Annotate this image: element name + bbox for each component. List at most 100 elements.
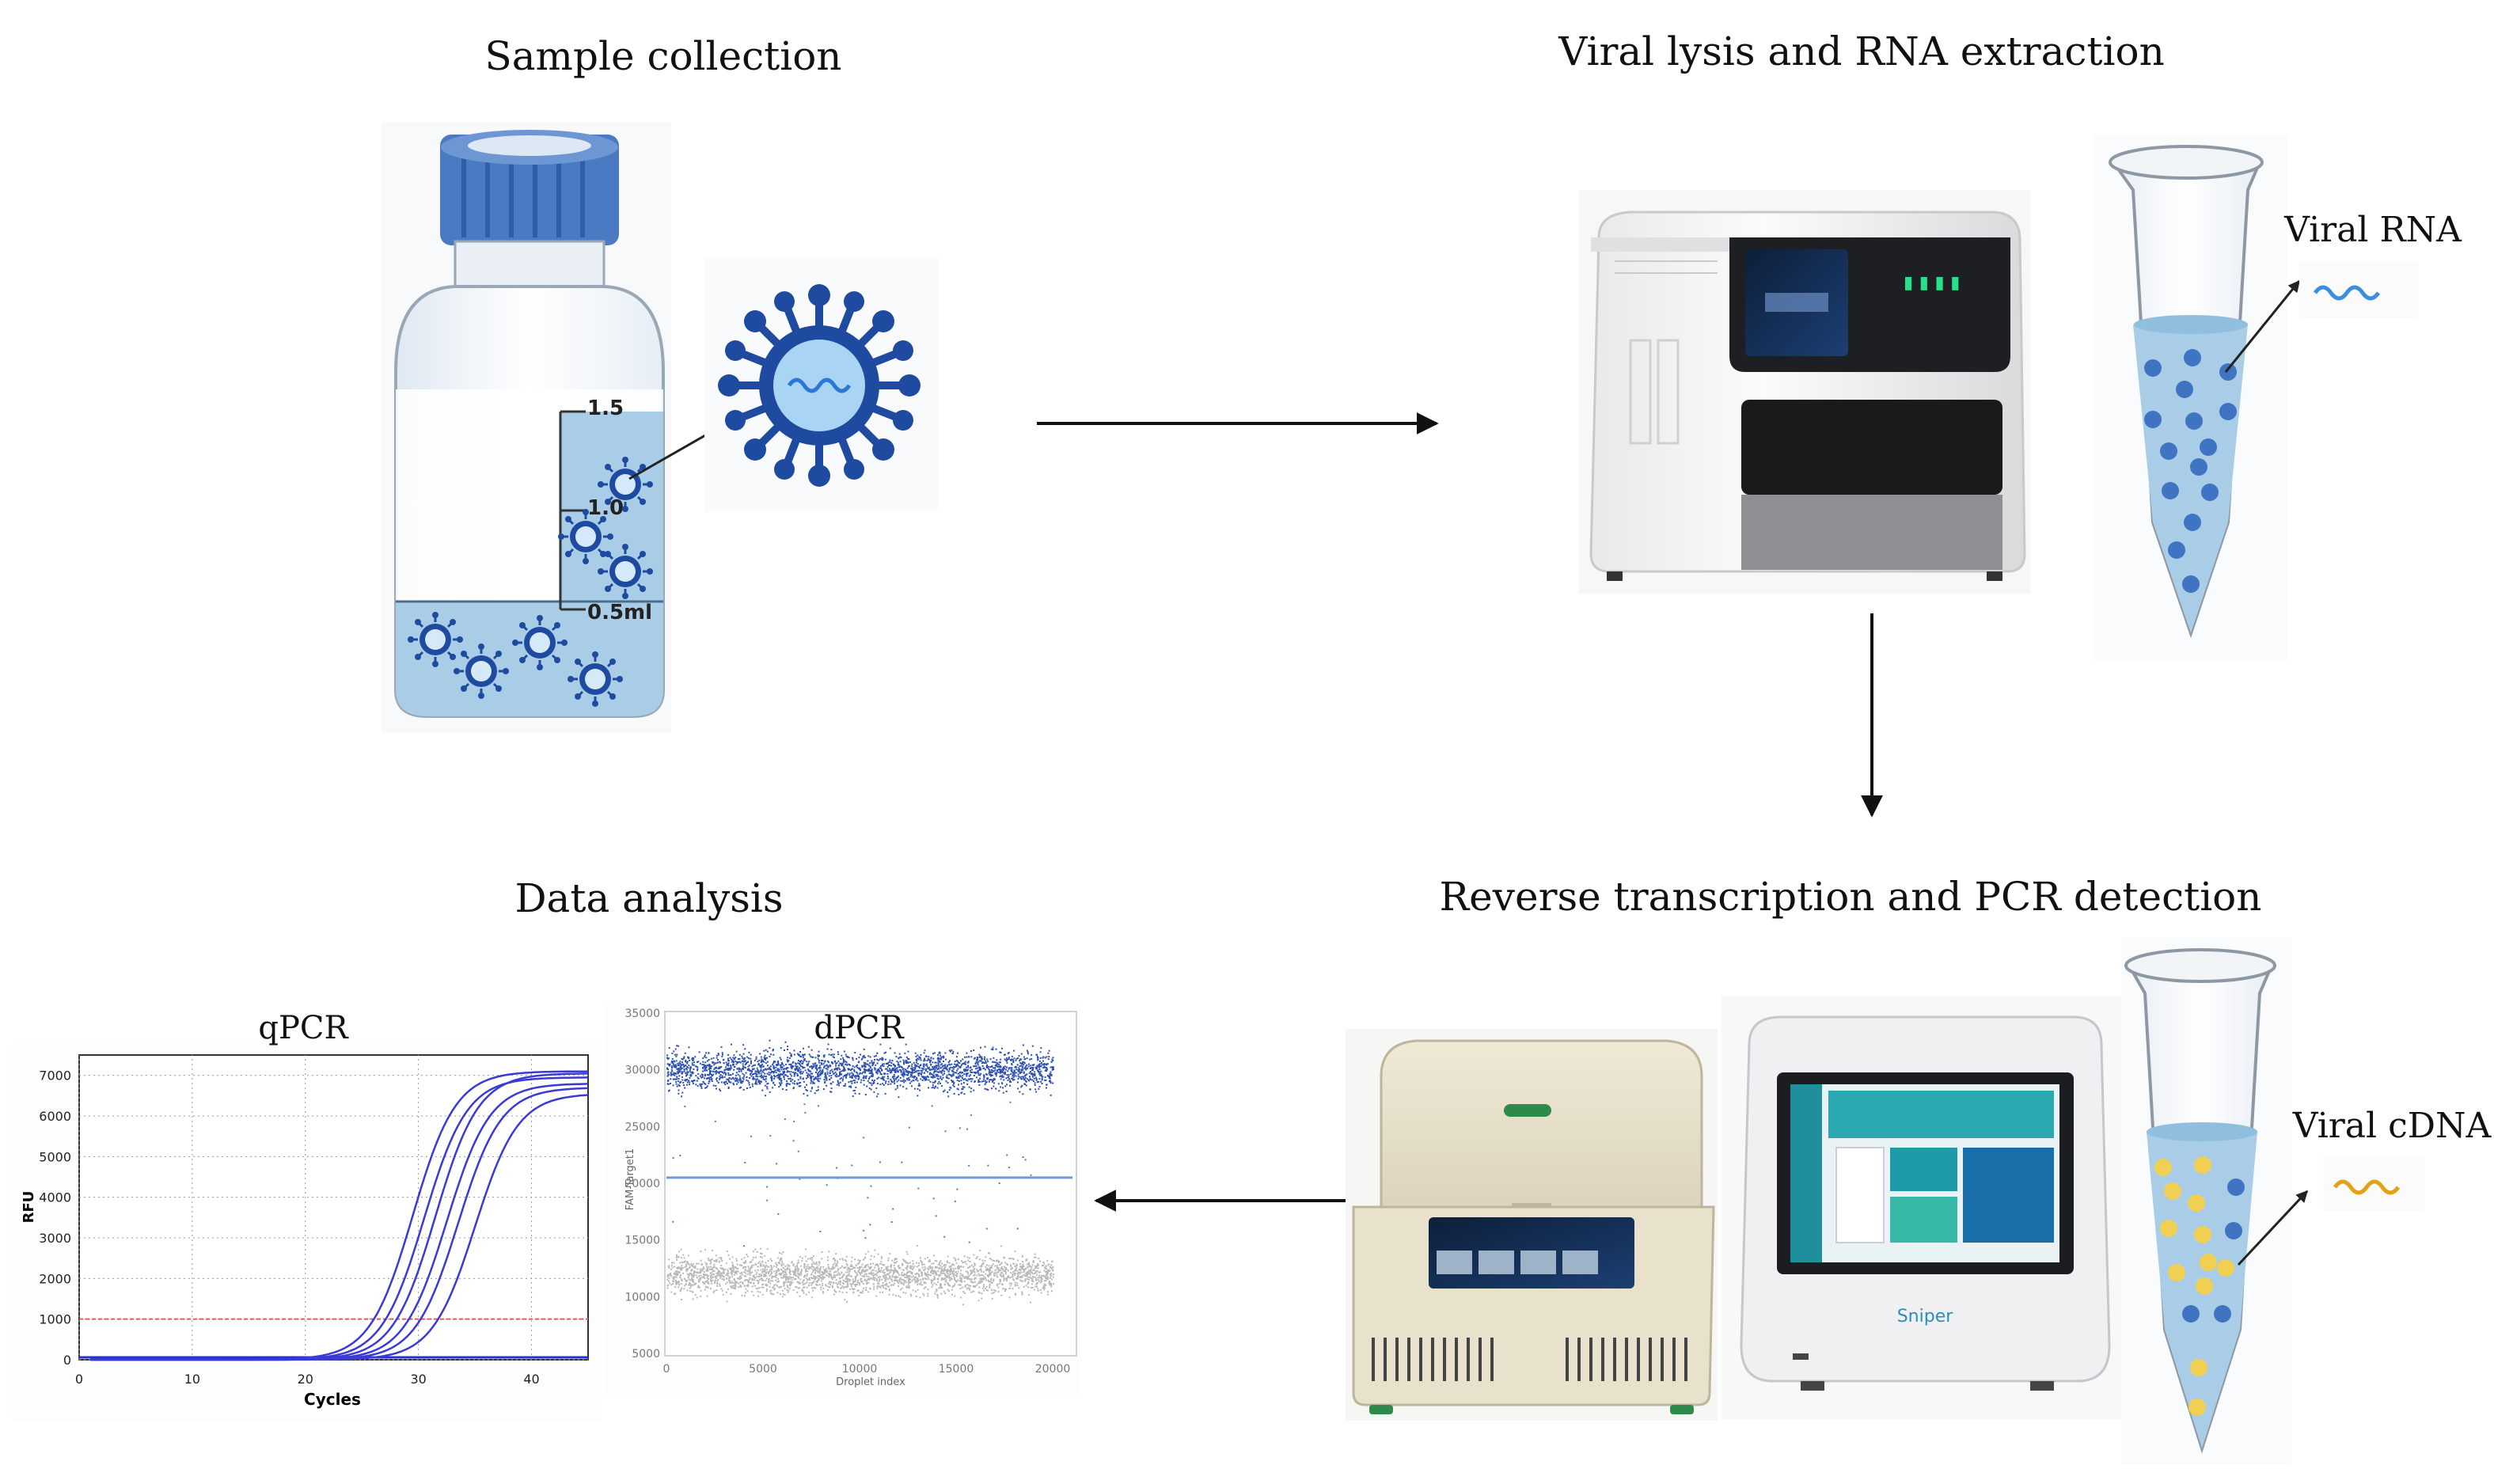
dpcr-droplet [780, 1083, 782, 1085]
dpcr-droplet [757, 1080, 760, 1081]
dpcr-droplet [706, 1074, 708, 1076]
dpcr-droplet [749, 1271, 751, 1273]
dpcr-droplet [845, 1260, 848, 1262]
dpcr-droplet [905, 1087, 908, 1090]
dpcr-droplet [795, 1267, 797, 1270]
dpcr-droplet [777, 1281, 780, 1283]
dpcr-droplet [973, 1285, 975, 1287]
dpcr-droplet [711, 1271, 713, 1273]
dpcr-droplet [947, 1269, 949, 1271]
dpcr-droplet [697, 1268, 699, 1270]
dpcr-droplet [880, 1270, 883, 1272]
dpcr-droplet [1039, 1063, 1042, 1065]
dpcr-droplet [1023, 1265, 1025, 1267]
dpcr-droplet [885, 1082, 886, 1084]
dpcr-droplet [849, 1069, 852, 1072]
dpcr-droplet [1020, 1058, 1023, 1061]
dpcr-droplet [1017, 1068, 1019, 1071]
dpcr-droplet [775, 1270, 777, 1272]
dpcr-droplet [889, 1275, 891, 1277]
dpcr-droplet [1015, 1265, 1017, 1267]
virus-icon [452, 642, 511, 700]
dpcr-droplet [774, 1076, 776, 1078]
dpcr-droplet [720, 1288, 723, 1290]
dpcr-droplet [738, 1068, 740, 1071]
dpcr-droplet [947, 1070, 950, 1072]
dpcr-droplet [966, 1068, 969, 1071]
dpcr-droplet [810, 1263, 813, 1266]
dpcr-droplet [765, 1289, 768, 1292]
dpcr-droplet [918, 1072, 921, 1075]
dpcr-droplet [1036, 1081, 1038, 1084]
dpcr-droplet [735, 1050, 738, 1053]
dpcr-droplet [1050, 1061, 1053, 1063]
dpcr-droplet [857, 1078, 860, 1080]
dpcr-droplet [779, 1293, 781, 1295]
dpcr-droplet [668, 1258, 670, 1261]
dpcr-droplet [864, 1273, 866, 1276]
dpcr-droplet [936, 1087, 939, 1089]
dpcr-droplet [761, 1286, 763, 1289]
dpcr-droplet [749, 1262, 751, 1264]
dpcr-droplet [891, 1259, 893, 1262]
dpcr-droplet [799, 1076, 802, 1078]
dpcr-droplet [799, 1274, 800, 1277]
dpcr-droplet [1046, 1293, 1049, 1296]
dpcr-droplet [987, 1068, 989, 1070]
dpcr-droplet [786, 1266, 788, 1269]
dpcr-droplet [713, 1273, 715, 1275]
dpcr-droplet [854, 1082, 856, 1084]
dpcr-droplet [729, 1057, 731, 1059]
dpcr-droplet [937, 1062, 940, 1064]
dpcr-droplet [923, 1052, 925, 1054]
dpcr-droplet [973, 1274, 975, 1277]
dpcr-droplet [1040, 1279, 1042, 1281]
dpcr-droplet [676, 1259, 678, 1261]
dpcr-droplet [709, 1277, 712, 1279]
dpcr-droplet [727, 1269, 729, 1271]
dpcr-droplet [806, 1072, 808, 1074]
dpcr-droplet [1035, 1076, 1038, 1079]
dpcr-droplet [1033, 1289, 1035, 1291]
dpcr-droplet [996, 1276, 999, 1277]
dpcr-droplet [1032, 1260, 1034, 1262]
dpcr-droplet [743, 1066, 746, 1068]
dpcr-droplet [747, 1080, 750, 1082]
dpcr-droplet [791, 1079, 794, 1081]
dpcr-droplet [1011, 1058, 1013, 1061]
dpcr-droplet [810, 1065, 813, 1068]
dpcr-droplet [994, 1290, 996, 1292]
dpcr-droplet [951, 1074, 953, 1076]
dpcr-droplet [959, 1066, 961, 1068]
dpcr-droplet [975, 1076, 977, 1079]
dpcr-droplet [862, 1289, 864, 1292]
dpcr-droplet [929, 1060, 932, 1062]
dpcr-droplet [913, 1277, 916, 1279]
dpcr-droplet [672, 1084, 674, 1087]
dpcr-droplet [974, 1057, 976, 1059]
dpcr-droplet [709, 1065, 712, 1068]
dpcr-droplet [976, 1256, 978, 1258]
dpcr-droplet [700, 1289, 702, 1292]
dpcr-droplet [878, 1268, 880, 1270]
dpcr-droplet [740, 1264, 742, 1266]
dpcr-droplet [947, 1077, 950, 1080]
dpcr-droplet [920, 1078, 922, 1080]
dpcr-droplet [788, 1057, 791, 1060]
dpcr-droplet [932, 1076, 935, 1077]
dpcr-droplet [987, 1274, 989, 1277]
dpcr-droplet [744, 1292, 746, 1294]
dpcr-droplet [979, 1277, 981, 1280]
dpcr-droplet [880, 1077, 883, 1080]
dpcr-droplet [761, 1063, 764, 1065]
dpcr-droplet [732, 1057, 735, 1059]
dpcr-droplet [1003, 1278, 1005, 1280]
dpcr-droplet [738, 1277, 740, 1280]
dpcr-droplet [753, 1065, 755, 1067]
dpcr-droplet [688, 1046, 690, 1049]
dpcr-droplet [671, 1067, 673, 1068]
virus-zoom-panel [704, 257, 938, 512]
dpcr-droplet [906, 1266, 909, 1269]
dpcr-droplet [720, 1081, 723, 1084]
dpcr-droplet [953, 1066, 955, 1068]
